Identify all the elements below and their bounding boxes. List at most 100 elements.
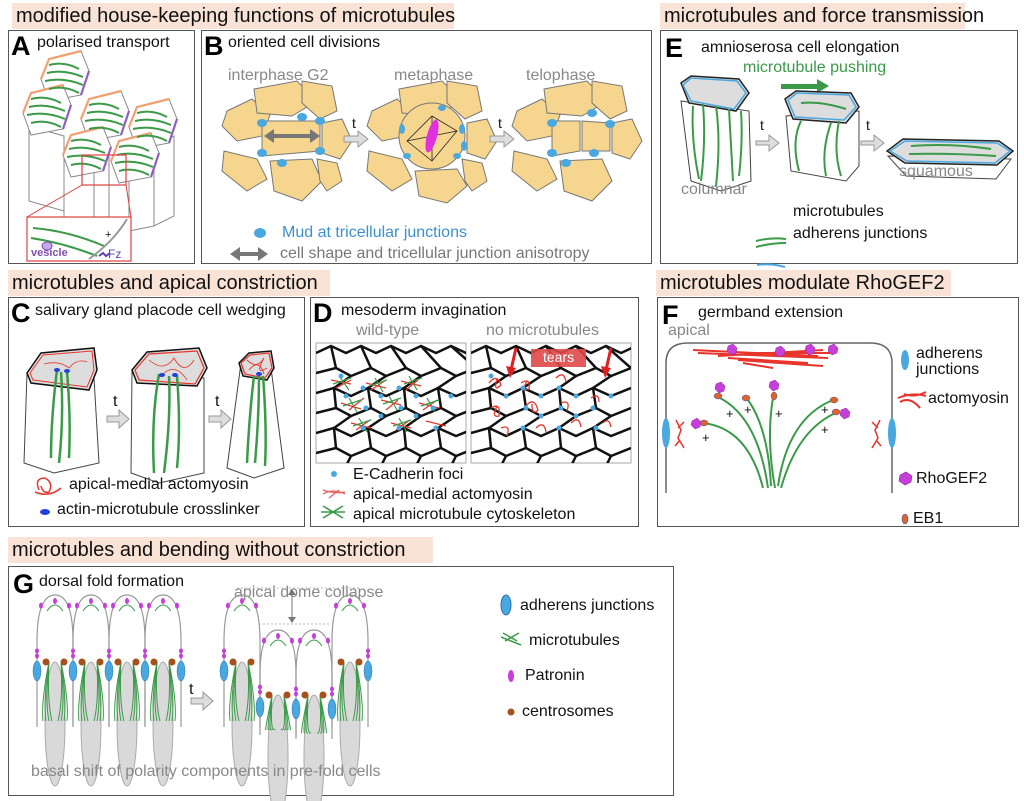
legend-microtubules: microtubules [793, 203, 884, 220]
stage-label-metaphase: metaphase [394, 67, 474, 84]
patronin-dot [294, 686, 298, 692]
panel-f-letter: F [662, 300, 679, 330]
apical-label: apical [668, 322, 710, 339]
panel-b: B oriented cell divisions interphase G2 … [201, 30, 652, 264]
vesicle-label: vesicle [31, 247, 68, 259]
patronin-dot [330, 686, 334, 692]
section-header-apical-constriction: microtubles and apical constriction [8, 270, 330, 296]
microtubule [83, 661, 89, 722]
cell-outline [36, 594, 74, 727]
legend-anisotropy: cell shape and tricellular junction anis… [280, 245, 590, 262]
mesoderm-invagination-illustration [315, 342, 632, 519]
cell-outline [665, 342, 893, 493]
microtubule [57, 661, 63, 722]
microtubule [233, 604, 251, 612]
legend-centrosomes: centrosomes [522, 703, 614, 720]
microtubule-legend-icon [500, 632, 522, 646]
time-label: t [498, 115, 502, 131]
time-label: t [215, 393, 220, 410]
time-label: t [352, 115, 356, 131]
patronin-dot [89, 598, 93, 604]
microtubule [244, 661, 250, 722]
actomyosin-legend-icon [322, 489, 346, 499]
stage-label-interphase: interphase G2 [228, 67, 329, 84]
panel-e-title: amnioserosa cell elongation [701, 39, 900, 56]
microtubule [155, 661, 161, 722]
time-arrow [208, 408, 232, 430]
patronin-dot [71, 648, 75, 654]
patronin-dot [276, 633, 280, 639]
panel-g-title: dorsal fold formation [39, 573, 184, 590]
actomyosin-legend-icon [34, 477, 62, 495]
time-label: t [760, 117, 764, 133]
legend-adherens-junctions: adherens junctions [793, 225, 928, 242]
patronin-dot [334, 602, 338, 609]
stage-label-telophase: telophase [526, 67, 596, 84]
adherens-junction [104, 660, 114, 682]
patronin-dot [67, 602, 71, 609]
panel-f-title: germband extension [698, 304, 843, 321]
adherens-junction [363, 660, 373, 682]
legend-ecadherin-foci: E-Cadherin foci [353, 466, 464, 483]
panel-a-title: polarised transport [37, 34, 170, 51]
patronin-dot [35, 653, 39, 659]
mud-legend-icon [254, 228, 266, 238]
centrosome-legend-icon [507, 708, 515, 716]
patronin-dot [240, 598, 244, 604]
adherens-legend-icon [756, 263, 786, 268]
adherens-junction [32, 660, 42, 682]
patronin-dot [75, 602, 79, 609]
plus-end-marker: + [105, 229, 112, 241]
patronin-dot [107, 648, 111, 654]
cell-apex [26, 347, 98, 391]
spindle-icon [425, 119, 439, 153]
microtubule [341, 604, 359, 612]
panel-b-letter: B [204, 31, 224, 61]
centrosome [132, 658, 140, 666]
patronin-dot [71, 653, 75, 659]
time-arrow [190, 690, 214, 712]
adherens-junction [219, 660, 229, 682]
centrosome [42, 658, 50, 666]
eb1-legend-icon [901, 513, 909, 525]
nucleus [339, 661, 361, 787]
microtubule [165, 661, 171, 722]
microtubule [305, 639, 323, 647]
patronin-dot [179, 653, 183, 659]
fz-label: Fz [108, 247, 122, 261]
legend-crosslinker: actin-microtubule crosslinker [57, 501, 260, 518]
patronin-dot [362, 602, 366, 609]
patronin-legend-icon [508, 670, 514, 682]
adherens-legend-icon [500, 594, 512, 616]
patronin-dot [125, 598, 129, 604]
patronin-dot [111, 602, 115, 609]
tear-arrow [509, 347, 518, 371]
adherens-junction [662, 418, 670, 448]
microtubule [280, 694, 286, 731]
adherens-junction [327, 698, 337, 720]
time-label: t [113, 393, 118, 410]
centrosome [96, 658, 104, 666]
legend-mud: Mud at tricellular junctions [282, 224, 467, 241]
patronin-dot [298, 637, 302, 644]
adherens-junction [291, 698, 301, 720]
cell-outline [108, 594, 146, 727]
legend-apical-microtubule: apical microtubule cytoskeleton [353, 506, 576, 523]
patronin-dot [139, 602, 143, 609]
patronin-dot [258, 684, 262, 690]
patronin-dot [222, 648, 226, 654]
centrosome [247, 658, 255, 666]
time-arrow [343, 129, 369, 149]
patronin-dot [161, 598, 165, 604]
microtubule [129, 661, 135, 722]
cell-apex [784, 90, 860, 124]
cell-wedging-illustration [23, 347, 285, 515]
collapse-arrow-head [288, 589, 296, 595]
centrosome [283, 691, 291, 699]
anisotropy-legend-icon [230, 247, 268, 261]
tears-label: tears [543, 349, 575, 365]
centrosome [150, 658, 158, 666]
tears-banner [531, 349, 586, 367]
patronin-dot [262, 637, 266, 644]
patronin-dot [226, 602, 230, 609]
